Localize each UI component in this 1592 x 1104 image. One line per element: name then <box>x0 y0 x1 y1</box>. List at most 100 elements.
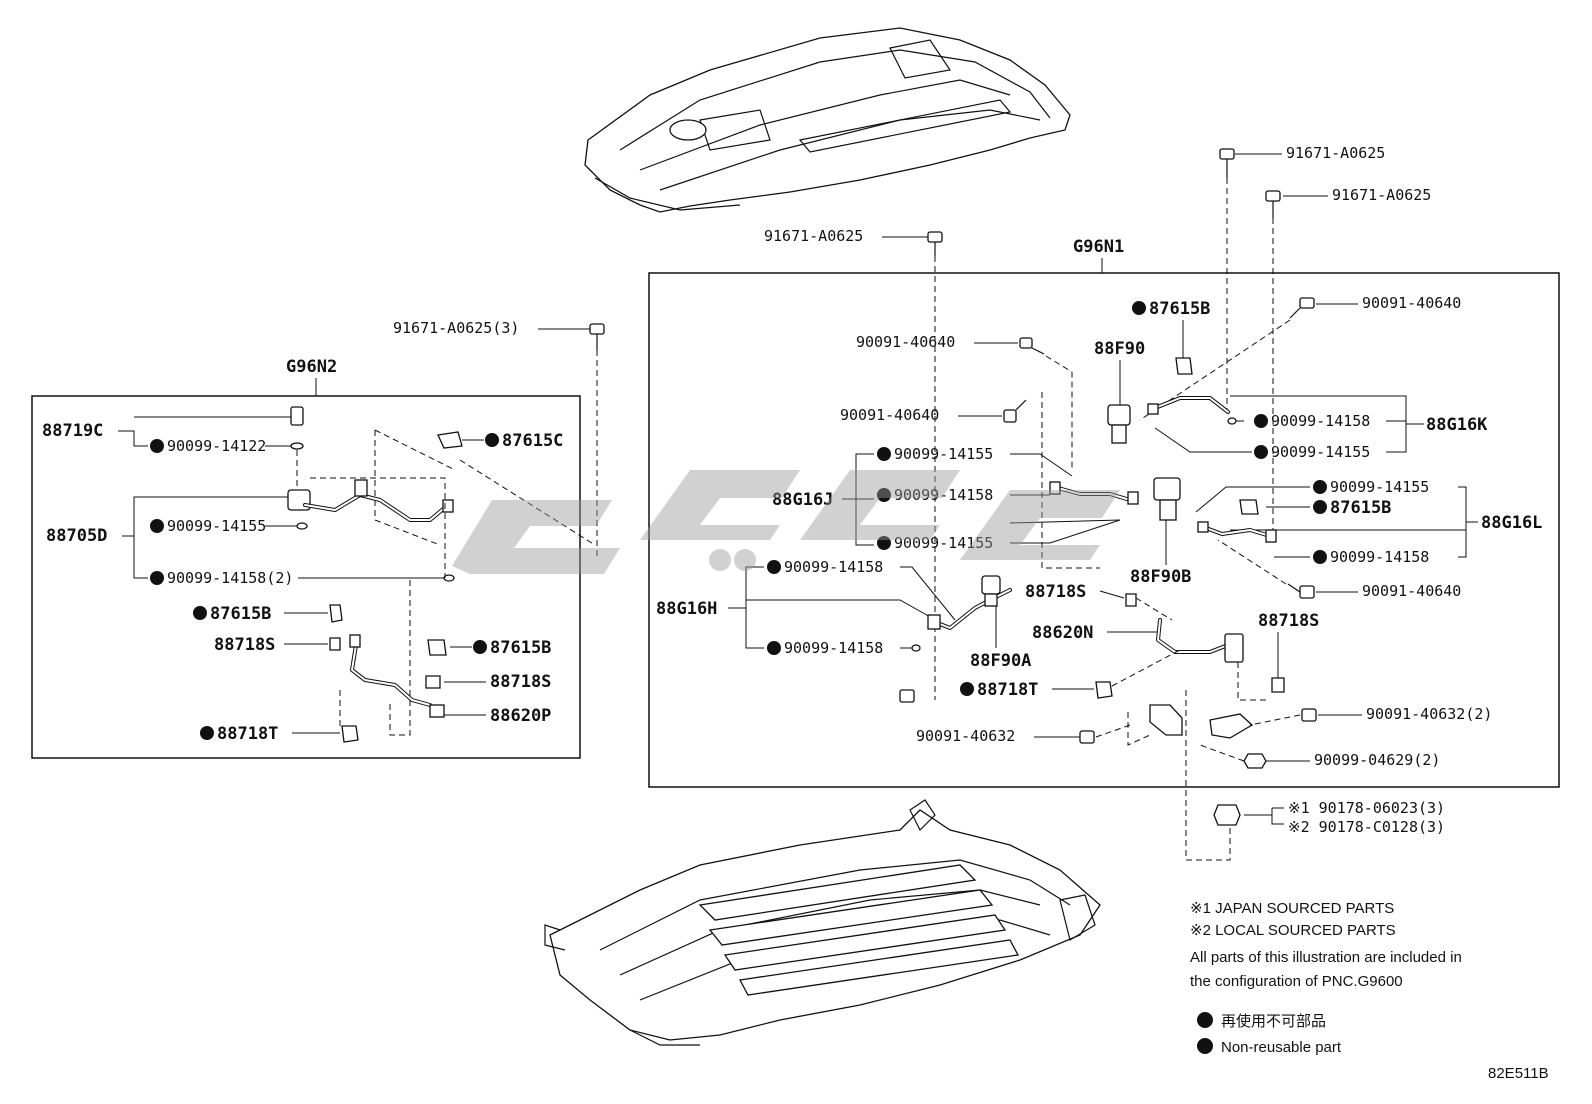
label-88620p: 88620P <box>490 706 551 726</box>
label-90091-40640-a: 90091-40640 <box>1362 294 1461 312</box>
label-88g16l: 88G16L <box>1481 513 1542 533</box>
nonreusable-dot-icon <box>877 488 891 502</box>
sensor-88f90-icon <box>1107 404 1131 444</box>
clamp-87615c-icon <box>437 431 463 449</box>
label-88719c: 88719C <box>42 421 103 441</box>
label-90099-14155-k: 90099-14155 <box>1271 443 1370 461</box>
nut-icon <box>1213 804 1241 826</box>
label-90099-14155-j2: 90099-14155 <box>894 534 993 552</box>
label-90099-14158-h2: 90099-14158 <box>784 639 883 657</box>
pipe-88g16h <box>927 588 1012 630</box>
label-91671-a0625-b: 91671-A0625 <box>1286 144 1385 162</box>
label-90099-14155-l: 90099-14155 <box>1330 478 1429 496</box>
sensor-88719c-icon <box>290 406 304 450</box>
legend-config-line-1: All parts of this illustration are inclu… <box>1190 949 1462 966</box>
label-90099-14158-k: 90099-14158 <box>1271 412 1370 430</box>
label-90099-14158-j: 90099-14158 <box>894 486 993 504</box>
label-88718s-ra: 88718S <box>1025 582 1086 602</box>
label-90091-40640-b: 90091-40640 <box>856 333 955 351</box>
label-88g16h: 88G16H <box>656 599 717 619</box>
nonreusable-dot-icon <box>1254 414 1268 428</box>
label-90099-14158-l: 90099-14158 <box>1330 548 1429 566</box>
label-90099-14155-l: 90099-14155 <box>167 517 266 535</box>
bolt-icon <box>1219 148 1235 178</box>
nonreusable-dot-icon <box>193 606 207 620</box>
pipe-88g16k <box>1147 396 1230 415</box>
bolt-icon <box>1289 297 1315 319</box>
nonreusable-dot-icon <box>1197 1012 1213 1028</box>
label-88718t: 88718T <box>217 724 278 744</box>
nonreusable-dot-icon <box>767 560 781 574</box>
group-label-g96n2: G96N2 <box>286 357 337 377</box>
label-90091-40640-c: 90091-40640 <box>840 406 939 424</box>
label-88718s-rb: 88718S <box>1258 611 1319 631</box>
sensor-88f90a-icon <box>981 575 1001 607</box>
group-label-g96n1: G96N1 <box>1073 237 1124 257</box>
label-90099-14158-h1: 90099-14158 <box>784 558 883 576</box>
label-88620n: 88620N <box>1032 623 1093 643</box>
label-90099-04629-2: 90099-04629(2) <box>1314 751 1440 769</box>
legend-nonreusable-en: Non-reusable part <box>1221 1039 1342 1056</box>
legend: ※1 JAPAN SOURCED PARTS ※2 LOCAL SOURCED … <box>1190 900 1462 1056</box>
bolt-icon <box>899 689 915 703</box>
legend-nonreusable-jp: 再使用不可部品 <box>1221 1013 1326 1030</box>
sensor-88f90b-icon <box>1153 477 1181 521</box>
label-88718s-b: 88718S <box>490 672 551 692</box>
legend-note-2: ※2 LOCAL SOURCED PARTS <box>1190 922 1396 939</box>
label-88g16k: 88G16K <box>1426 415 1488 435</box>
bolt-icon <box>1265 190 1281 218</box>
legend-note-1: ※1 JAPAN SOURCED PARTS <box>1190 900 1394 917</box>
nonreusable-dot-icon <box>485 433 499 447</box>
label-88718s-a: 88718S <box>214 635 275 655</box>
diagram-code: 82E511B <box>1488 1065 1549 1082</box>
watermark-logo <box>452 470 1120 574</box>
label-88f90: 88F90 <box>1094 339 1145 359</box>
pipe-88g16l <box>1197 521 1277 543</box>
label-88f90b: 88F90B <box>1130 567 1191 587</box>
nonreusable-dot-icon <box>1313 480 1327 494</box>
label-87615b-b: 87615B <box>490 638 551 658</box>
bracket-icon <box>1149 704 1254 739</box>
label-91671-a0625-a: 91671-A0625 <box>764 227 863 245</box>
legend-config-line-2: the configuration of PNC.G9600 <box>1190 973 1403 990</box>
label-90099-14158-2: 90099-14158(2) <box>167 569 293 587</box>
nonreusable-dot-icon <box>1313 500 1327 514</box>
label-87615b-l: 87615B <box>1330 498 1391 518</box>
bolt-icon <box>589 323 605 350</box>
label-91671-a0625-3: 91671-A0625(3) <box>393 319 519 337</box>
nonreusable-dot-icon <box>960 682 974 696</box>
label-90099-14122: 90099-14122 <box>167 437 266 455</box>
group-frame-g96n1 <box>648 272 1560 788</box>
pipe-88705d <box>287 479 454 522</box>
label-87615b-top: 87615B <box>1149 299 1210 319</box>
nonreusable-dot-icon <box>767 641 781 655</box>
bolt-icon <box>1003 399 1027 423</box>
label-88f90a: 88F90A <box>970 651 1031 671</box>
nonreusable-dot-icon <box>473 640 487 654</box>
bolt-icon <box>1079 730 1095 744</box>
nonreusable-dot-icon <box>150 571 164 585</box>
bolt-icon <box>927 231 943 256</box>
pipe-88g16j <box>1049 481 1139 505</box>
label-88718t-r: 88718T <box>977 680 1038 700</box>
label-87615b-a: 87615B <box>210 604 271 624</box>
bolt-icon <box>1019 337 1045 355</box>
nonreusable-dot-icon <box>200 726 214 740</box>
label-90091-40632: 90091-40632 <box>916 727 1015 745</box>
label-90091-40640-d: 90091-40640 <box>1362 582 1461 600</box>
bolt-icon <box>1301 708 1317 722</box>
group-frame-g96n2 <box>31 395 581 759</box>
label-90178-c0128: ※2 90178-C0128(3) <box>1288 818 1445 836</box>
nonreusable-dot-icon <box>1132 301 1146 315</box>
sensor-wire-88620n <box>1156 618 1244 663</box>
label-87615c: 87615C <box>502 431 563 451</box>
label-90091-40632-2: 90091-40632(2) <box>1366 705 1492 723</box>
nut-icon <box>1243 753 1267 769</box>
sensor-wire-88620p <box>349 634 445 718</box>
bolt-icon <box>1287 583 1315 599</box>
battery-tray <box>544 799 1101 1046</box>
nonreusable-dot-icon <box>877 536 891 550</box>
nonreusable-dot-icon <box>877 447 891 461</box>
label-88g16j: 88G16J <box>772 490 833 510</box>
